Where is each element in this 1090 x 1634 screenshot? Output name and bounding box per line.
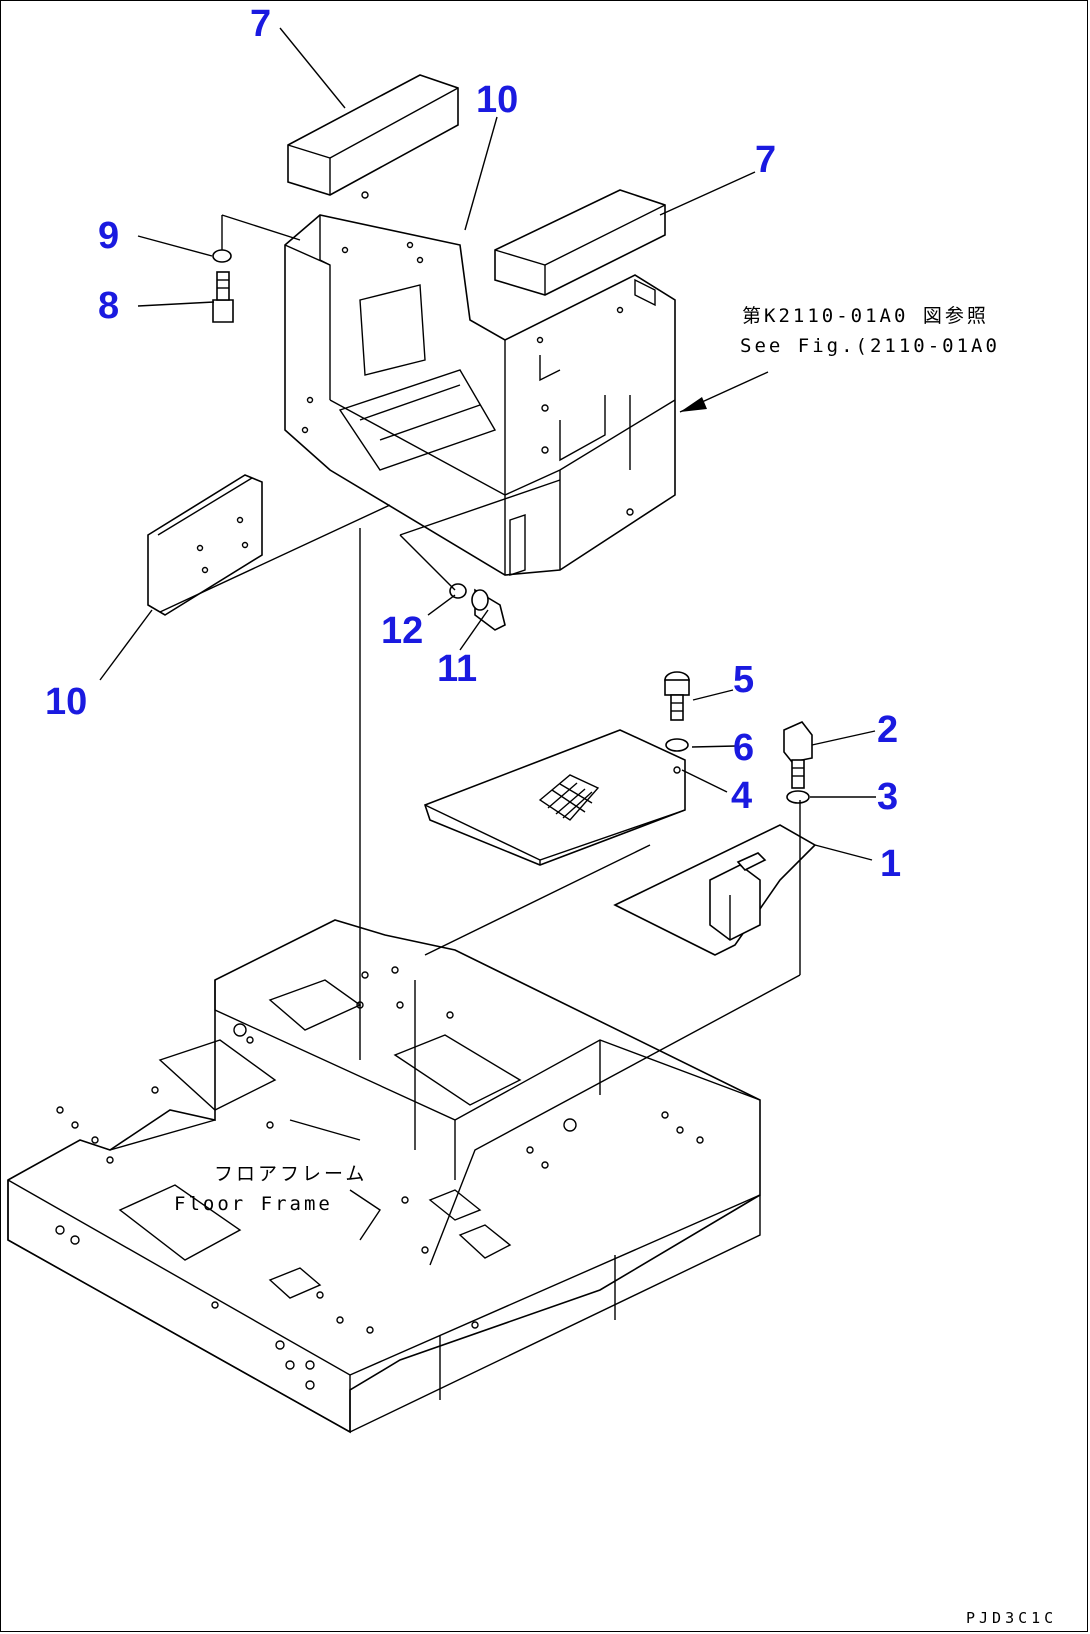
washer-3: [786, 790, 810, 804]
see-figure-note-en: See Fig.(2110-01A0: [740, 335, 1000, 357]
callout-3: 3: [877, 776, 898, 818]
armrest-7-left: [287, 74, 459, 196]
washer-6: [665, 738, 689, 752]
cushion-10-left: [147, 474, 263, 616]
callout-10-lower: 10: [45, 681, 87, 723]
callout-6: 6: [733, 727, 754, 769]
callout-7-left: 7: [250, 3, 271, 45]
cover-part-4: [423, 729, 686, 866]
assembly-lines: [159, 214, 801, 1266]
callout-5: 5: [733, 659, 754, 701]
callout-4: 4: [731, 775, 752, 817]
washer-9: [212, 249, 232, 263]
callout-labels: 7 10 7 9 8 10 12 11 5 6 2 4 3 1: [45, 3, 901, 885]
washer-12: [449, 583, 467, 599]
callout-10-upper: 10: [476, 79, 518, 121]
callout-1: 1: [880, 843, 901, 885]
seat-box-holes: [301, 191, 634, 516]
leader-lines: [99, 27, 876, 861]
see-figure-note-jp: 第K2110-01A0 図参照: [742, 305, 989, 327]
plate-part-1: [613, 824, 817, 956]
bolt-11: [471, 588, 506, 631]
floor-frame: [7, 919, 761, 1434]
callout-8: 8: [98, 285, 119, 327]
callout-2: 2: [877, 709, 898, 751]
drawing-code: PJD3C1C: [966, 1609, 1057, 1627]
floor-frame-label-en: Floor Frame: [174, 1193, 333, 1215]
armrest-7-right: [494, 189, 666, 296]
floor-frame-holes: [55, 966, 704, 1390]
callout-7-right: 7: [755, 139, 776, 181]
reference-notes: 第K2110-01A0 図参照 See Fig.(2110-01A0 フロアフレ…: [174, 305, 1057, 1627]
cover-mesh: [538, 774, 600, 821]
bolt-5: [664, 671, 690, 721]
callout-11: 11: [437, 648, 477, 690]
callout-12: 12: [381, 610, 423, 652]
callout-9: 9: [98, 215, 119, 257]
bolt-8: [212, 271, 234, 323]
bolt-2: [783, 721, 813, 789]
seat-console-box: [284, 191, 676, 576]
floor-frame-label-jp: フロアフレーム: [214, 1163, 367, 1185]
